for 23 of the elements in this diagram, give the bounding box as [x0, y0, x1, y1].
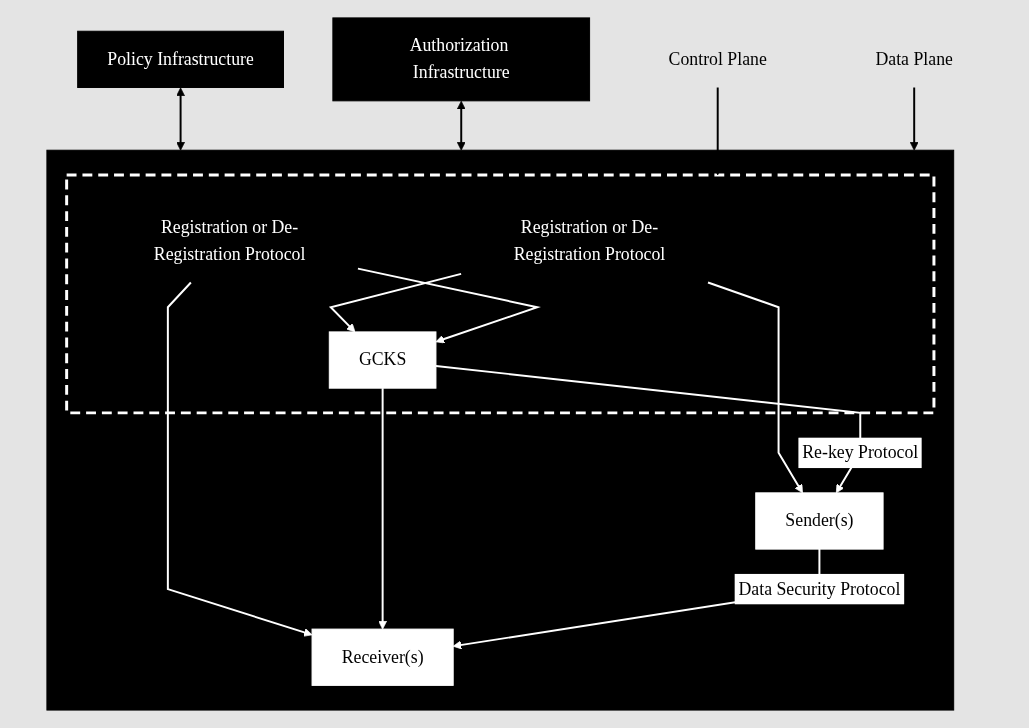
node-text: Registration or De-Registration Protocol [153, 217, 306, 264]
arrow [909, 86, 919, 151]
edge-label: Data Security Protocol [738, 578, 901, 599]
arrow [713, 86, 722, 176]
arrow [456, 100, 466, 151]
arrow [706, 281, 803, 494]
cluster [64, 173, 936, 415]
edge-label: Re-key Protocol [802, 442, 919, 463]
node-text: Data Plane [875, 49, 953, 69]
arrow [166, 281, 313, 637]
arrow [328, 272, 462, 333]
arrow [434, 364, 861, 494]
node-box: GCKS [328, 331, 437, 389]
cluster [46, 149, 954, 711]
arrow [356, 267, 541, 344]
node-box: Receiver(s) [311, 628, 454, 686]
arrow [378, 387, 387, 630]
node-box: Sender(s) [755, 492, 884, 550]
node-box: Authorization Infrastructure [332, 17, 590, 102]
node-text: Registration or De-Registration Protocol [513, 217, 665, 264]
node-box: Policy Infrastructure [76, 30, 284, 89]
node-text: Control Plane [668, 49, 767, 69]
arrow [176, 87, 185, 151]
